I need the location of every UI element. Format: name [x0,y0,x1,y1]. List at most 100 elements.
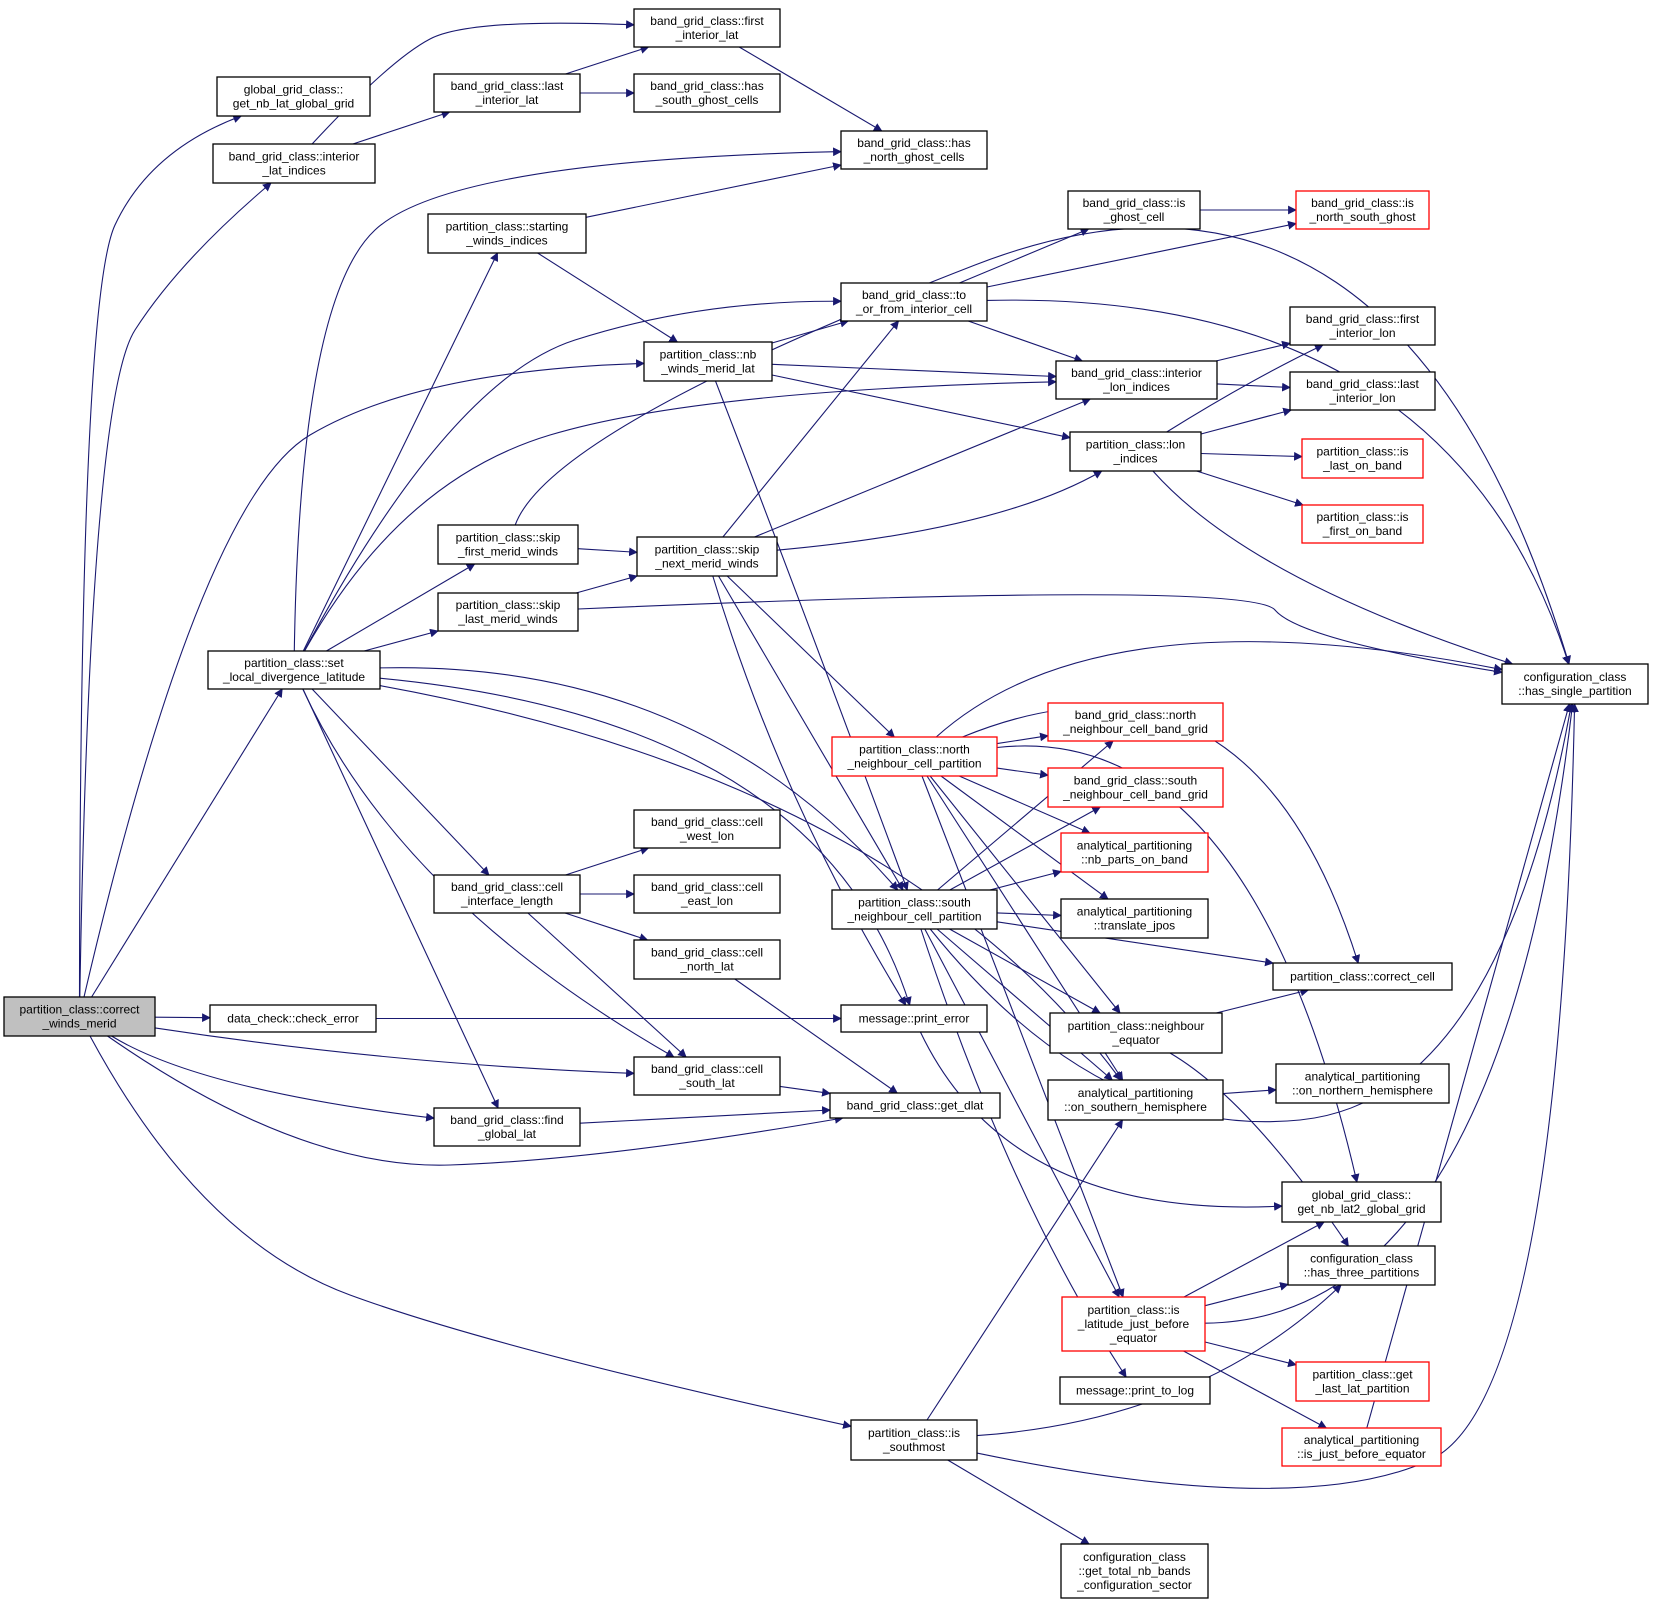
node-label: band_grid_class::has [857,136,970,150]
edge-skip_next-to-lon_indices [776,470,1103,551]
node-label: band_grid_class::cell [451,880,563,894]
node-last-interior-lat[interactable]: band_grid_class::last_interior_lat [433,73,581,113]
node-cell-north-lat[interactable]: band_grid_class::cell_north_lat [633,939,781,980]
node-first-interior-lon[interactable]: band_grid_class::first_interior_lon [1289,306,1436,346]
node-has-three[interactable]: configuration_class::has_three_partition… [1287,1245,1436,1286]
node-on-northern[interactable]: analytical_partitioning::on_northern_hem… [1275,1063,1450,1104]
edge-is_southmost-to-has_single [976,703,1579,1489]
node-north-neigh-part[interactable]: partition_class::north_neighbour_cell_pa… [831,736,998,777]
node-has-north-ghost[interactable]: band_grid_class::has_north_ghost_cells [840,130,988,170]
node-set-local-div[interactable]: partition_class::set_local_divergence_la… [207,650,381,690]
node-box [3,996,156,1037]
node-has-south-ghost[interactable]: band_grid_class::has_south_ghost_cells [633,73,781,113]
node-box [840,130,988,170]
node-lon-indices[interactable]: partition_class::lon_indices [1069,431,1202,472]
edge-lon_indices-to-first_interior_lon [1166,344,1324,433]
node-label: band_grid_class::last [1306,377,1419,391]
node-cell-west-lon[interactable]: band_grid_class::cell_west_lon [633,809,781,849]
node-label: _equator [1109,1331,1157,1345]
node-interior-lon-idx[interactable]: band_grid_class::interior_lon_indices [1055,360,1218,400]
node-to-from-interior[interactable]: band_grid_class::to_or_from_interior_cel… [840,282,988,322]
node-box [643,341,773,382]
node-is-just-before-eq[interactable]: analytical_partitioning::is_just_before_… [1281,1427,1442,1467]
node-print-error[interactable]: message::print_error [840,1004,988,1033]
node-find-global-lat[interactable]: band_grid_class::find_global_lat [433,1107,581,1147]
edge-is_lat_before_eq-to-global_nb_lat2 [1183,1221,1325,1298]
node-label: _neighbour_cell_band_grid [1062,788,1208,802]
node-is-ns-ghost[interactable]: band_grid_class::is_north_south_ghost [1295,190,1430,230]
node-box [633,1056,781,1096]
node-cell-south-lat[interactable]: band_grid_class::cell_south_lat [633,1056,781,1096]
node-is-southmost[interactable]: partition_class::is_southmost [850,1419,978,1461]
edge-to_from_interior-to-has_single [986,299,1571,665]
node-box [1281,1427,1442,1467]
node-correct-cell[interactable]: partition_class::correct_cell [1272,962,1453,991]
node-on-southern[interactable]: analytical_partitioning::on_southern_hem… [1047,1079,1224,1121]
edge-is_just_before_eq-to-has_single [1366,703,1572,1429]
edge-starting_winds-to-nb_winds_merid [537,252,679,343]
node-label: partition_class::lon [1086,438,1185,452]
node-has-single[interactable]: configuration_class::has_single_partitio… [1501,663,1649,705]
edge-set_local_div-to-to_from_interior [303,296,842,652]
node-label: analytical_partitioning [1077,905,1192,919]
node-neighbour-equator[interactable]: partition_class::neighbour_equator [1049,1012,1223,1054]
node-nb-winds-merid[interactable]: partition_class::nb_winds_merid_lat [643,341,773,382]
node-get-last-lat[interactable]: partition_class::get_last_lat_partition [1295,1361,1430,1402]
node-last-interior-lon[interactable]: band_grid_class::last_interior_lon [1289,371,1436,411]
node-box [1060,898,1209,939]
edge-skip_next-to-to_from_interior [722,320,900,538]
node-label: _interior_lat [475,93,539,107]
node-label: band_grid_class::find [450,1113,563,1127]
edge-south_neigh_part-to-neighbour_equator [949,928,1101,1014]
node-label: message::print_error [859,1012,970,1026]
node-skip-last[interactable]: partition_class::skip_last_merid_winds [437,592,579,632]
node-label: _winds_merid_lat [660,362,755,376]
node-box [437,592,579,632]
node-global-nb-lat2[interactable]: global_grid_class::get_nb_lat2_global_gr… [1281,1181,1442,1223]
edge-lon_indices-to-last_interior_lon [1200,407,1293,435]
node-box [1272,962,1453,991]
node-global-nb-lat[interactable]: global_grid_class::get_nb_lat_global_gri… [216,76,371,117]
node-check-error[interactable]: data_check::check_error [209,1004,377,1033]
node-skip-first[interactable]: partition_class::skip_first_merid_winds [437,524,579,565]
node-north-neigh-band[interactable]: band_grid_class::north_neighbour_cell_ba… [1047,702,1224,742]
node-skip-next[interactable]: partition_class::skip_next_merid_winds [636,536,778,577]
edges-layer [78,20,1579,1545]
node-nb-parts-on-band[interactable]: analytical_partitioning::nb_parts_on_ban… [1060,832,1209,873]
edge-nb_winds_merid-to-lon_indices [771,374,1071,441]
node-root[interactable]: partition_class::correct_winds_merid [3,996,156,1037]
node-first-interior-lat[interactable]: band_grid_class::first_interior_lat [633,8,781,48]
node-get-total-nb-bands[interactable]: configuration_class::get_total_nb_bands_… [1060,1543,1209,1599]
edge-north_neigh_part-to-is_lat_before_eq [921,775,1125,1298]
node-box [1295,1361,1430,1402]
edge-set_local_div-to-find_global_lat [302,688,499,1109]
node-cell-interface[interactable]: band_grid_class::cell_interface_length [433,874,581,914]
node-get-dlat[interactable]: band_grid_class::get_dlat [829,1092,1001,1119]
node-is-last-on-band[interactable]: partition_class::is_last_on_band [1301,438,1424,479]
node-south-neigh-part[interactable]: partition_class::south_neighbour_cell_pa… [831,889,998,930]
node-is-first-on-band[interactable]: partition_class::is_first_on_band [1301,504,1424,544]
node-translate-jpos[interactable]: analytical_partitioning::translate_jpos [1060,898,1209,939]
node-label: global_grid_class:: [244,83,343,97]
node-label: partition_class::skip [655,543,760,557]
node-cell-east-lon[interactable]: band_grid_class::cell_east_lon [633,874,781,914]
edge-root-to-get_dlat [107,1035,844,1166]
node-label: _neighbour_cell_band_grid [1062,722,1208,736]
edge-starting_winds-to-has_north_ghost [585,162,842,218]
edge-north_neigh_part-to-has_single [935,641,1503,738]
edge-set_local_div-to-interior_lon_idx [304,377,1057,652]
node-label: partition_class::skip [456,598,561,612]
edge-skip_first-to-skip_next [577,547,638,557]
node-interior-lat-idx[interactable]: band_grid_class::interior_lat_indices [212,143,376,184]
node-print-to-log[interactable]: message::print_to_log [1059,1376,1211,1405]
node-box [212,143,376,184]
node-south-neigh-band[interactable]: band_grid_class::south_neighbour_cell_ba… [1047,767,1224,808]
node-box [1047,767,1224,808]
node-is-ghost-cell[interactable]: band_grid_class::is_ghost_cell [1067,190,1201,230]
node-box [1501,663,1649,705]
edge-south_neigh_part-to-south_neigh_band [949,806,1101,891]
node-is-lat-before-eq[interactable]: partition_class::is_latitude_just_before… [1061,1296,1206,1352]
edge-root-to-global_nb_lat [78,114,243,998]
node-starting-winds[interactable]: partition_class::starting_winds_indices [427,213,587,254]
